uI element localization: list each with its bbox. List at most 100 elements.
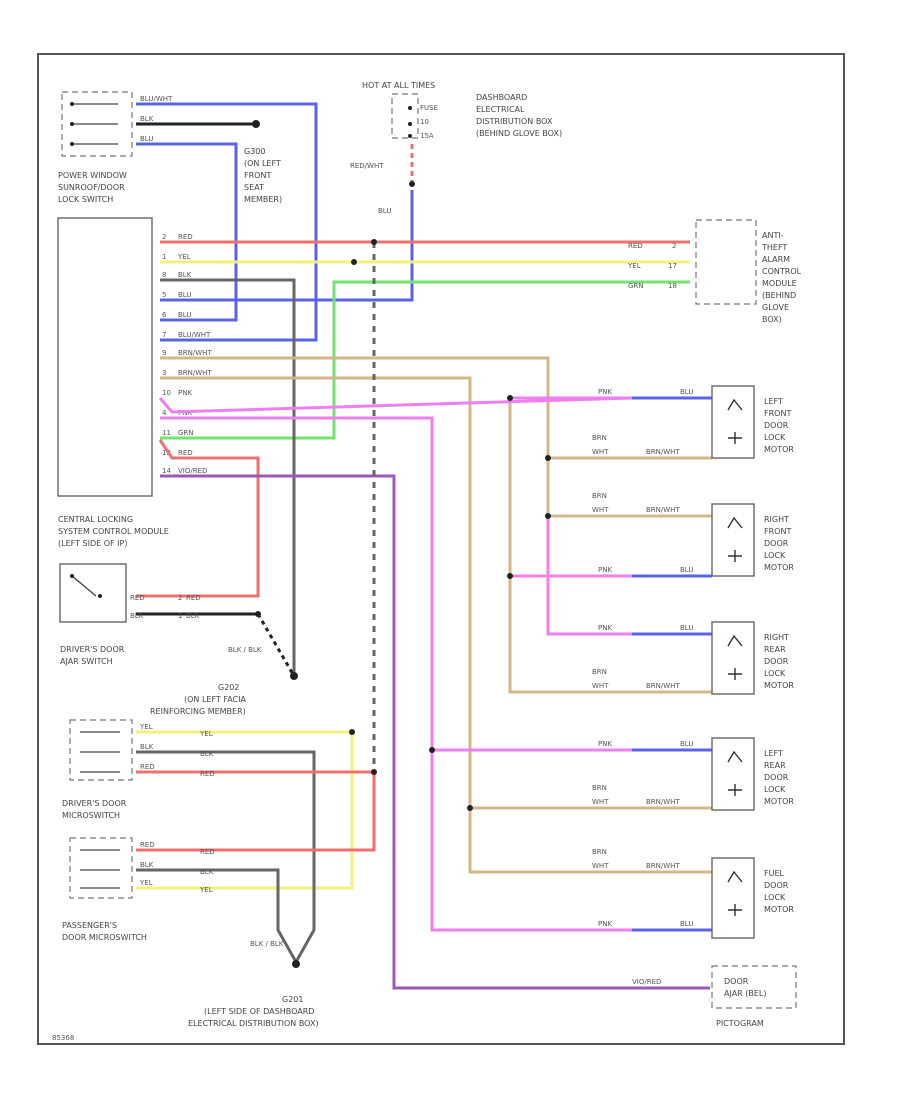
motor-label: LOCK bbox=[764, 551, 786, 560]
svg-text:YEL: YEL bbox=[139, 723, 153, 731]
svg-text:RED: RED bbox=[200, 848, 215, 856]
motor-label: RIGHT bbox=[764, 515, 789, 524]
module-wire-label: BLK bbox=[178, 271, 192, 279]
svg-text:DRIVER'S DOOR: DRIVER'S DOOR bbox=[62, 799, 127, 808]
fuse-location-2: ELECTRICAL bbox=[476, 105, 525, 114]
motor-wire-label: BRN/WHT bbox=[646, 798, 680, 806]
svg-text:SEAT: SEAT bbox=[244, 183, 264, 192]
wire-red-ajar bbox=[136, 439, 260, 598]
svg-text:(ON LEFT: (ON LEFT bbox=[244, 159, 281, 168]
wire-brn-wht-2 bbox=[160, 376, 632, 874]
wire-vio-red bbox=[160, 474, 710, 990]
svg-text:BOX): BOX) bbox=[762, 315, 782, 324]
ajar-switch-pin bbox=[98, 594, 102, 598]
svg-text:2: 2 bbox=[178, 594, 182, 602]
svg-text:REINFORCING MEMBER): REINFORCING MEMBER) bbox=[150, 707, 246, 716]
ajar-switch-pin bbox=[70, 574, 74, 578]
pw-switch-wire-3: BLU bbox=[140, 135, 153, 143]
motor-wire-label: WHT bbox=[592, 448, 609, 456]
motor-wire-label: BRN/WHT bbox=[646, 506, 680, 514]
svg-text:ANTI-: ANTI- bbox=[762, 231, 784, 240]
svg-text:ELECTRICAL DISTRIBUTION BOX): ELECTRICAL DISTRIBUTION BOX) bbox=[188, 1019, 319, 1028]
motor-box bbox=[711, 857, 755, 939]
motor-label: LOCK bbox=[764, 433, 786, 442]
fuse-pin bbox=[408, 106, 412, 110]
motor-wire-label: BRN bbox=[592, 668, 607, 676]
wire-blu-fuse bbox=[160, 190, 414, 302]
motor-label: DOOR bbox=[764, 773, 789, 782]
svg-text:17: 17 bbox=[668, 262, 677, 270]
module-pin-number: 2 bbox=[162, 233, 166, 241]
svg-text:DOOR MICROSWITCH: DOOR MICROSWITCH bbox=[62, 933, 147, 942]
wire-blk-micro-drv bbox=[136, 750, 316, 963]
wire-pnk-2 bbox=[160, 416, 632, 932]
motor-wire-label: BRN/WHT bbox=[646, 682, 680, 690]
motor-wire-label: BRN bbox=[592, 492, 607, 500]
fuse-label: FUSE bbox=[420, 104, 438, 112]
svg-text:AJAR (BEL): AJAR (BEL) bbox=[724, 989, 767, 998]
diagram-frame bbox=[37, 53, 845, 1045]
motor-label: DOOR bbox=[764, 539, 789, 548]
motor-wire-label: BLU bbox=[680, 740, 693, 748]
motor-wire-label: BRN/WHT bbox=[646, 862, 680, 870]
alarm-module: RED YEL GRN 2 17 18 ANTI- THEFT ALARM CO… bbox=[627, 219, 802, 324]
module-wire-label: YEL bbox=[177, 253, 191, 261]
module-wire-label: GRN bbox=[178, 429, 194, 437]
motor-label: FUEL bbox=[764, 869, 785, 878]
motor-label: REAR bbox=[764, 761, 786, 770]
module-label-3: (LEFT SIDE OF IP) bbox=[58, 539, 127, 548]
module-pin-number: 3 bbox=[162, 369, 166, 377]
wire-blk-ajar-ground bbox=[256, 613, 296, 677]
svg-text:RED: RED bbox=[200, 770, 215, 778]
svg-text:18: 18 bbox=[668, 282, 677, 290]
central-locking-module bbox=[57, 217, 153, 497]
module-pin-number: 7 bbox=[162, 331, 166, 339]
svg-text:RED: RED bbox=[186, 594, 201, 602]
wire-brn-wht-rf bbox=[546, 458, 632, 518]
motor-label: LOCK bbox=[764, 893, 786, 902]
svg-text:YEL: YEL bbox=[199, 730, 213, 738]
module-wire-label: BLU bbox=[178, 291, 191, 299]
svg-text:(BEHIND: (BEHIND bbox=[762, 291, 796, 300]
svg-text:BLK: BLK bbox=[140, 861, 154, 869]
module-pin-number: 8 bbox=[162, 271, 166, 279]
svg-text:G202: G202 bbox=[218, 683, 239, 692]
wire-blk-micro-pass bbox=[136, 868, 298, 963]
fuse-panel: HOT AT ALL TIMES FUSE 10 15A DASHBOARD E… bbox=[362, 81, 562, 140]
wire-brn-wht-1 bbox=[160, 356, 632, 460]
svg-text:RED: RED bbox=[130, 594, 145, 602]
fuse-box bbox=[391, 93, 419, 139]
wire-red-micro bbox=[136, 770, 376, 852]
switch-pin bbox=[70, 102, 74, 106]
fuse-amp: 15A bbox=[420, 132, 434, 140]
motor-label: LOCK bbox=[764, 785, 786, 794]
module-pin-number: 9 bbox=[162, 349, 166, 357]
module-wire-label: BRN/WHT bbox=[178, 369, 212, 377]
wire-group bbox=[136, 102, 712, 990]
svg-text:THEFT: THEFT bbox=[761, 243, 787, 252]
svg-text:RED: RED bbox=[628, 242, 643, 250]
motor-box bbox=[711, 737, 755, 811]
blk-blk-bottom-label: BLK / BLK bbox=[250, 940, 284, 948]
svg-text:G201: G201 bbox=[282, 995, 303, 1004]
motor-wire-label: PNK bbox=[598, 388, 612, 396]
pw-switch-label-1: POWER WINDOW bbox=[58, 171, 127, 180]
power-window-switch-box bbox=[61, 91, 133, 157]
svg-text:GLOVE: GLOVE bbox=[762, 303, 789, 312]
module-wire-label: PNK bbox=[178, 389, 192, 397]
motor-label: RIGHT bbox=[764, 633, 789, 642]
svg-text:BLK: BLK bbox=[140, 743, 154, 751]
motor-wire-label: WHT bbox=[592, 682, 609, 690]
pass-micro-box bbox=[69, 837, 133, 899]
module-pin-number: 4 bbox=[162, 409, 167, 417]
wire-brn-wht-rr bbox=[508, 398, 632, 694]
wire-yel-micro bbox=[136, 730, 354, 890]
switch-pin bbox=[70, 142, 74, 146]
motor-wire-label: BRN/WHT bbox=[646, 448, 680, 456]
motor-label: DOOR bbox=[764, 657, 789, 666]
svg-text:1: 1 bbox=[178, 612, 182, 620]
motor-label: FRONT bbox=[764, 527, 791, 536]
g300-ground-label: G300 (ON LEFT FRONT SEAT MEMBER) bbox=[244, 147, 282, 204]
